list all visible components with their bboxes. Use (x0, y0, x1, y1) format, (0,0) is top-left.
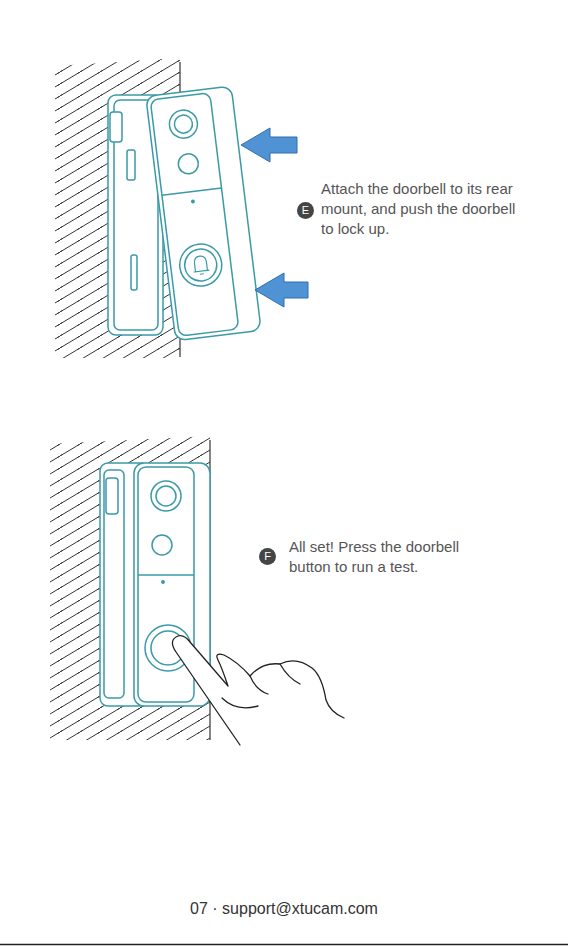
step-badge: F (259, 548, 276, 565)
doorbell (146, 86, 261, 341)
hand (172, 636, 344, 745)
page-footer: 07 · support@xtucam.com (84, 899, 484, 919)
page-rule (0, 944, 568, 946)
instruction-text: All set! Press the doorbell button to ru… (289, 537, 504, 577)
step-letter: F (264, 551, 271, 562)
step-letter: E (302, 205, 309, 216)
step-badge: E (297, 202, 314, 219)
push-arrow (241, 128, 308, 307)
instruction-text: Attach the doorbell to its rear mount, a… (321, 179, 531, 239)
wall-hatch (40, 430, 210, 742)
